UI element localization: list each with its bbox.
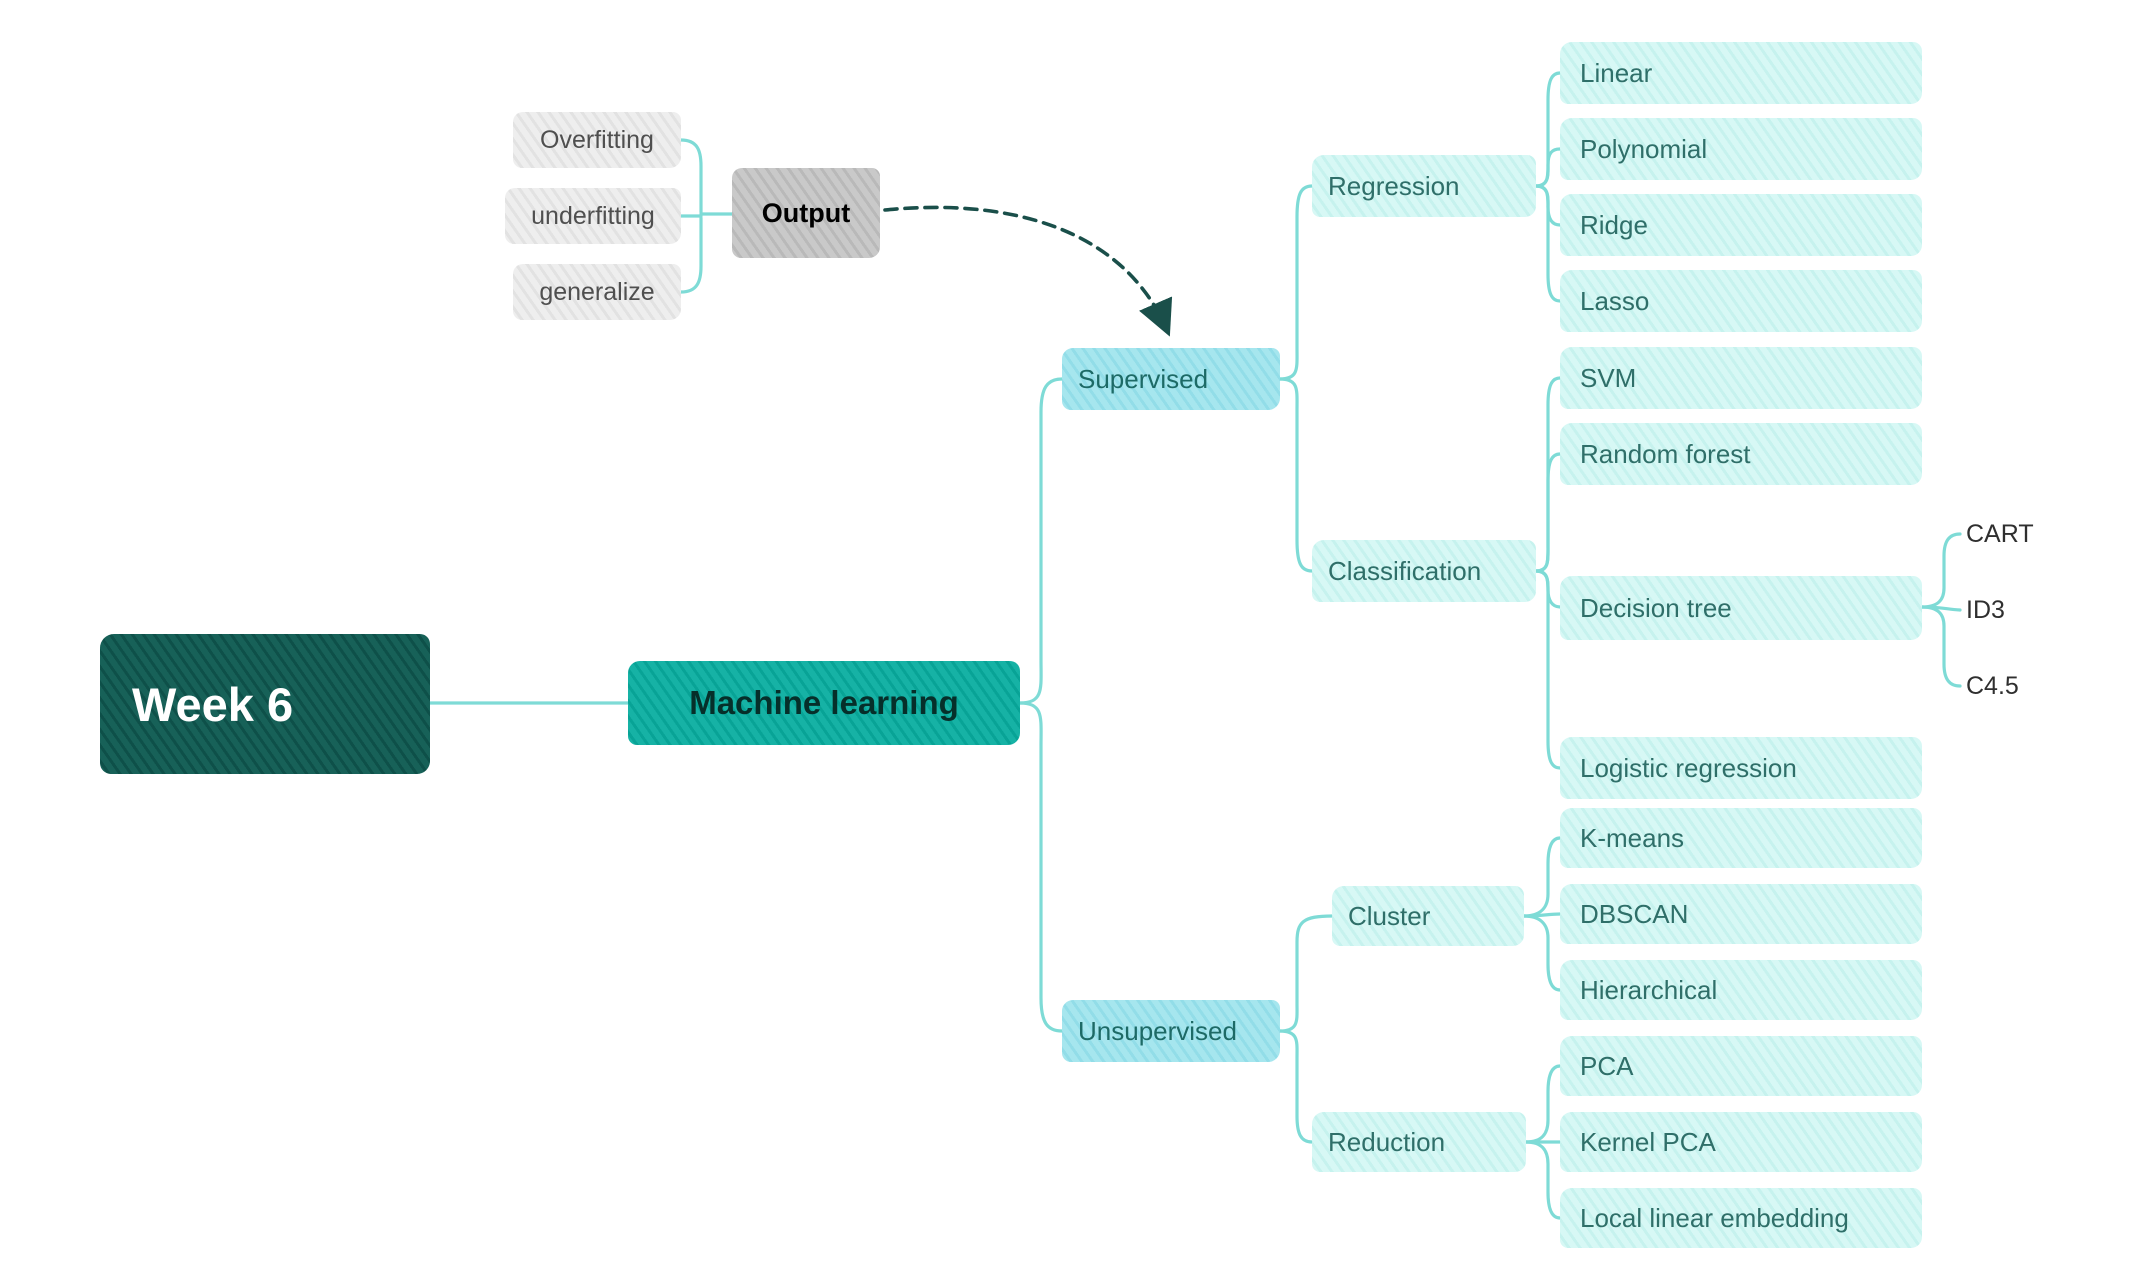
connector-regression-lasso [1534, 184, 1562, 303]
node-local-linear-embedding[interactable]: Local linear embedding [1560, 1188, 1922, 1248]
node-unsupervised[interactable]: Unsupervised [1062, 1000, 1280, 1062]
node-reduction[interactable]: Reduction [1312, 1112, 1526, 1172]
connector-supervised-regression [1278, 184, 1314, 381]
node-id3[interactable]: ID3 [1966, 595, 2005, 624]
bracket-overfitting [679, 138, 703, 214]
node-classification[interactable]: Classification [1312, 540, 1536, 602]
node-logistic-regression[interactable]: Logistic regression [1560, 737, 1922, 799]
connector-main-supervised [1018, 377, 1064, 705]
bracket-generalize [679, 216, 703, 294]
node-linear[interactable]: Linear [1560, 42, 1922, 104]
connector-decisiontree-cart [1920, 532, 1962, 609]
node-svm[interactable]: SVM [1560, 347, 1922, 409]
node-c45[interactable]: C4.5 [1966, 671, 2019, 700]
connector-reduction-pca [1524, 1064, 1562, 1144]
node-overfitting[interactable]: Overfitting [513, 112, 681, 168]
node-pca[interactable]: PCA [1560, 1036, 1922, 1096]
connector-classification-randomforest [1534, 452, 1562, 573]
node-week6[interactable]: Week 6 [100, 634, 430, 774]
node-kmeans[interactable]: K-means [1560, 808, 1922, 868]
node-lasso[interactable]: Lasso [1560, 270, 1922, 332]
node-decision-tree[interactable]: Decision tree [1560, 576, 1922, 640]
node-ridge[interactable]: Ridge [1560, 194, 1922, 256]
node-underfitting[interactable]: underfitting [505, 188, 681, 244]
node-random-forest[interactable]: Random forest [1560, 423, 1922, 485]
connector-classification-logistic [1534, 569, 1562, 770]
connector-unsupervised-reduction [1278, 1029, 1314, 1144]
connector-reduction-lle [1524, 1140, 1562, 1220]
connector-decisiontree-c45 [1920, 605, 1962, 688]
connector-main-unsupervised [1018, 701, 1064, 1033]
connector-cluster-hierarchical [1522, 914, 1562, 992]
node-kernel-pca[interactable]: Kernel PCA [1560, 1112, 1922, 1172]
node-supervised[interactable]: Supervised [1062, 348, 1280, 410]
node-cart[interactable]: CART [1966, 519, 2034, 548]
node-regression[interactable]: Regression [1312, 155, 1536, 217]
dashed-arrow-output-to-supervised [883, 205, 1173, 337]
node-machine-learning[interactable]: Machine learning [628, 661, 1020, 745]
node-output[interactable]: Output [732, 168, 880, 258]
connector-regression-polynomial [1534, 147, 1562, 188]
node-dbscan[interactable]: DBSCAN [1560, 884, 1922, 944]
node-hierarchical[interactable]: Hierarchical [1560, 960, 1922, 1020]
node-generalize[interactable]: generalize [513, 264, 681, 320]
node-polynomial[interactable]: Polynomial [1560, 118, 1922, 180]
connector-unsupervised-cluster [1278, 914, 1334, 1033]
node-cluster[interactable]: Cluster [1332, 886, 1524, 946]
connector-cluster-kmeans [1522, 836, 1562, 918]
connector-supervised-classification [1278, 377, 1314, 573]
